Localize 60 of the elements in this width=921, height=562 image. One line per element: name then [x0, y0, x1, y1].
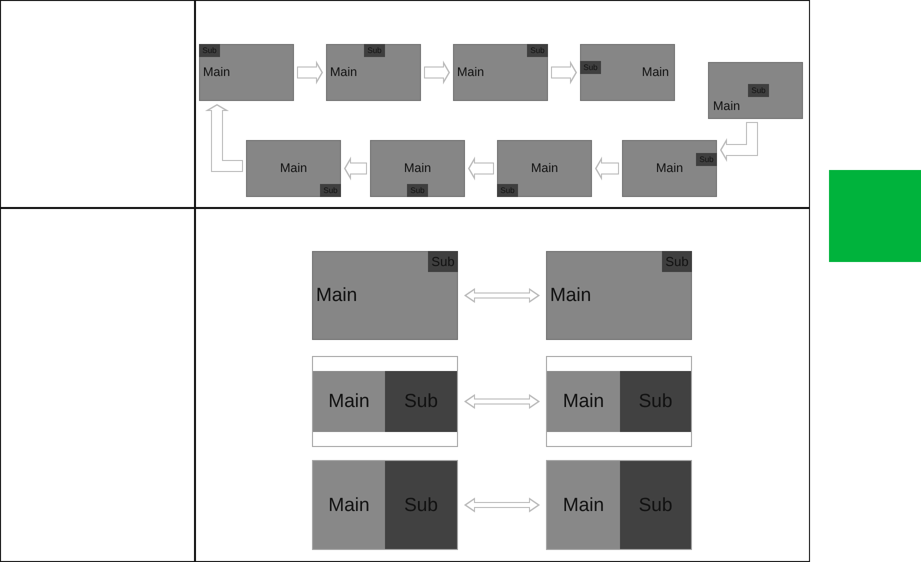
arrow [468, 156, 494, 180]
sub-window [580, 61, 601, 74]
sub-window [407, 184, 428, 197]
sub-window [696, 153, 717, 166]
sub-pane [385, 371, 457, 432]
screen-label: Main [457, 66, 484, 79]
arrow [205, 104, 243, 172]
arrow [551, 60, 577, 84]
main-screen [312, 251, 458, 340]
main-screen [708, 62, 803, 119]
sub-pane [385, 461, 457, 549]
main-screen [546, 251, 692, 340]
display-frame [546, 356, 692, 447]
sub-pane [620, 371, 691, 432]
screen-label: Main [203, 66, 230, 79]
pane-label: Main [562, 496, 604, 514]
main-pane [547, 461, 620, 549]
arrow [464, 498, 540, 512]
sub-window [527, 44, 548, 57]
main-screen [580, 44, 675, 101]
pane-label: Main [328, 496, 370, 514]
display-frame [312, 356, 458, 447]
screen-label: Main [280, 162, 308, 175]
arrow [424, 60, 450, 84]
main-screen [370, 140, 465, 197]
main-screen [453, 44, 548, 101]
sub-window [364, 44, 385, 57]
main-screen [199, 44, 294, 101]
arrow [464, 288, 540, 303]
sub-window [428, 251, 458, 272]
screen-label: Main [404, 162, 432, 175]
main-pane [313, 371, 385, 432]
sub-window [497, 184, 518, 197]
sub-window [748, 84, 769, 97]
pane-label: Main [562, 392, 604, 411]
screen-label: Main [330, 66, 358, 79]
sub-pane [620, 461, 691, 549]
main-screen [497, 140, 592, 197]
main-pane [313, 461, 385, 549]
display-frame [546, 460, 692, 550]
sub-window [662, 251, 692, 272]
screen-label: Main [550, 286, 592, 305]
screen-label: Main [656, 162, 684, 175]
main-screen [622, 140, 717, 197]
sub-window [199, 44, 220, 57]
screen-label: Main [316, 286, 358, 305]
screen-label: Main [530, 162, 558, 175]
sub-window [320, 184, 341, 197]
arrow [595, 156, 619, 180]
screen-label: Main [713, 100, 740, 112]
main-screen [246, 140, 341, 197]
arrow [464, 394, 540, 409]
arrow [344, 156, 367, 180]
display-frame [312, 460, 458, 550]
main-pane [547, 371, 620, 432]
pane-label: Main [328, 392, 370, 411]
arrow [297, 60, 323, 84]
main-screen [326, 44, 421, 101]
section-tab [829, 170, 921, 262]
screen-label: Main [642, 66, 669, 79]
